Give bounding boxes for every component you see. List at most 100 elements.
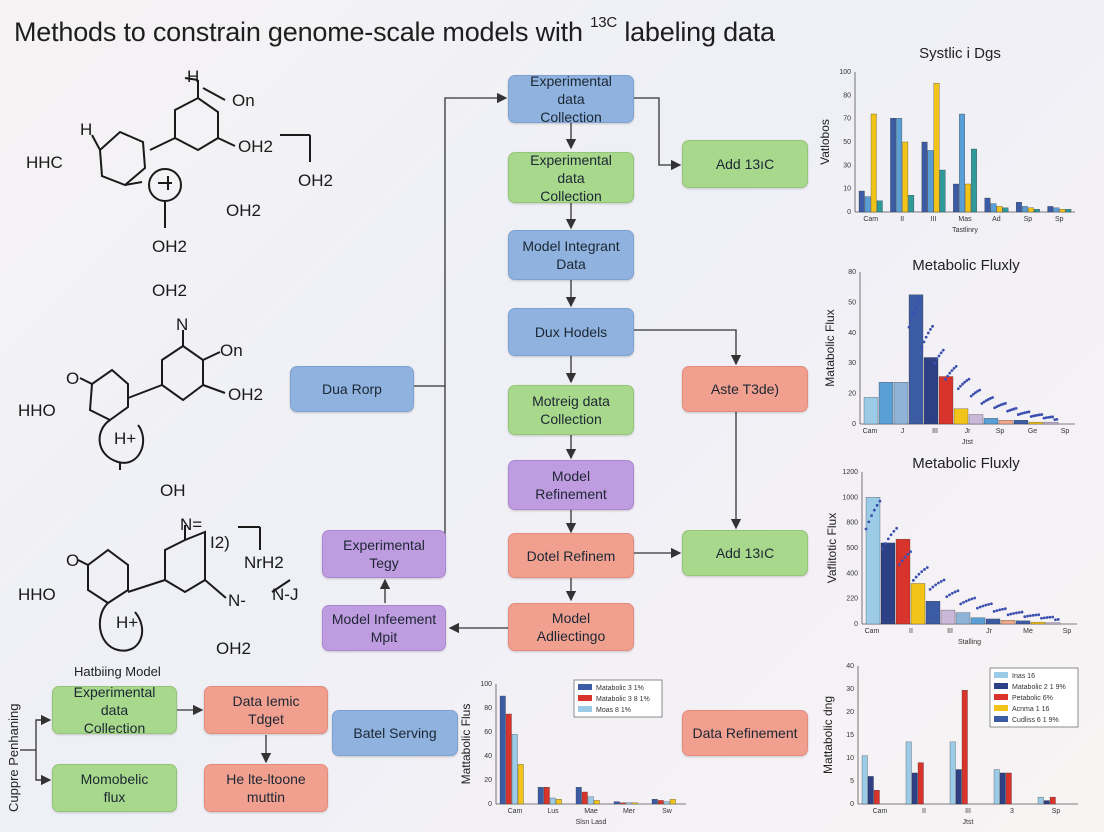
flow-node-model-infeement[interactable]: Model Infeement Mpit: [322, 605, 446, 651]
chart-scatter-point: [911, 312, 915, 315]
chart-bar: [878, 382, 894, 425]
chart-scatter-point: [982, 400, 986, 404]
chart-scatter-point: [914, 306, 917, 310]
chart-scatter-point: [1055, 417, 1059, 421]
bottom-node-batel-serving[interactable]: Batel Serving: [332, 710, 458, 756]
chart-scatter-point: [923, 568, 926, 571]
chart-scatter-point: [1012, 612, 1016, 615]
mol-atom-h2: H: [80, 120, 92, 139]
flow-node-model-refinement[interactable]: Model Refinement: [508, 460, 634, 510]
chart-y-axis-label: Mattabolic dng: [821, 696, 835, 774]
chart-y-tick-label: 80: [484, 705, 492, 712]
chart-bar: [537, 787, 544, 805]
chart-scatter-point: [1014, 406, 1018, 410]
flow-node-model-integrant-data[interactable]: Model Integrant Data: [508, 230, 634, 280]
chart-bar: [1047, 206, 1054, 213]
chart-bar: [1053, 207, 1060, 213]
mol-nj: N-J: [272, 585, 298, 604]
chart-scatter-point: [1004, 401, 1007, 405]
chart-y-tick-label: 0: [854, 621, 858, 628]
mol-i2: I2): [210, 533, 230, 552]
chart-bar: [863, 397, 879, 425]
flow-node-add-13c-2[interactable]: Add 13ıC: [682, 530, 808, 576]
chart-bar: [955, 769, 962, 805]
chart-scatter-point: [1001, 402, 1005, 406]
chart-scatter-point: [1028, 614, 1032, 618]
chart-bar: [505, 713, 512, 805]
flow-node-add-13c[interactable]: Add 13ıC: [682, 140, 808, 188]
chart-scatter-point: [907, 325, 911, 329]
chart-y-tick-label: 15: [846, 732, 854, 739]
flow-node-experimental-tegy[interactable]: Experimental Tegy: [322, 530, 446, 578]
chart-bar: [1002, 207, 1009, 213]
chart-x-tick-label: Ge: [1028, 428, 1037, 435]
mol-oh: OH: [160, 481, 186, 500]
mol-nrh2: NrH2: [244, 553, 284, 572]
chart-scatter-point: [991, 396, 994, 399]
chart-bar: [1000, 620, 1016, 625]
chart-scatter-point: [1003, 607, 1007, 611]
chart-bar: [543, 787, 550, 805]
flow-node-dotel-refinem[interactable]: Dotel Refinem: [508, 533, 634, 578]
chart-scatter-point: [1010, 408, 1014, 412]
chart-scatter-point: [1040, 413, 1044, 416]
flow-node-dux-hodels[interactable]: Dux Hodels: [508, 308, 634, 356]
mol-oh2-f: OH2: [216, 639, 251, 658]
chart-scatter-point: [928, 588, 932, 591]
chart-y-tick-label: 80: [848, 269, 856, 276]
chart-scatter-point: [917, 572, 921, 576]
chart-scatter-point: [916, 301, 919, 305]
chart-x-tick-label: III: [931, 216, 937, 223]
mol-hho: HHO: [18, 401, 56, 420]
flow-node-model-adliectingo[interactable]: Model Adliectingo: [508, 603, 634, 651]
chart-scatter-point: [1031, 414, 1035, 418]
chart-bar: [499, 695, 506, 805]
chart-scatter-point: [1027, 410, 1031, 414]
bottom-node-data-refinement[interactable]: Data Refinement: [682, 710, 808, 756]
chart-bar: [1045, 622, 1061, 625]
chart-scatter-point: [941, 348, 945, 352]
chart-bar: [925, 601, 941, 625]
chart-scatter-point: [1040, 616, 1043, 620]
bottom-node-momobelic-flux[interactable]: Momobelic flux: [52, 764, 177, 812]
flow-node-aste-t3de[interactable]: Aste T3de): [682, 366, 808, 412]
chart-y-tick-label: 800: [846, 520, 858, 527]
chart-x-tick-label: Sp: [1024, 216, 1033, 223]
chart-x-tick-label: Ad: [992, 216, 1001, 223]
chart-scatter-point: [1023, 411, 1027, 415]
chart-y-tick-label: 0: [850, 801, 854, 808]
chart-scatter-point: [889, 533, 893, 537]
chart-scatter-point: [933, 361, 937, 365]
chart-bar: [549, 797, 556, 805]
flow-node-experimental-data-collection[interactable]: Experimental data Collection: [508, 73, 634, 125]
chart-scatter-point: [925, 566, 929, 569]
flow-node-experimental-data-collection-2[interactable]: Experimental data Collection: [508, 152, 634, 204]
chart-x-tick-label: III: [932, 428, 938, 435]
chart-x-tick-label: Sp: [1061, 428, 1070, 435]
bottom-node-he-ltoone-muttin[interactable]: He lte-ltoone muttin: [204, 764, 328, 812]
chart-bar: [613, 801, 620, 805]
chart-bar: [1030, 621, 1046, 625]
chart-scatter-point: [995, 405, 999, 409]
chart-scatter-point: [900, 559, 904, 563]
chart-scatter-point: [1029, 415, 1033, 418]
flow-node-motreig-data-collection[interactable]: Motreig data Collection: [508, 385, 634, 435]
flow-node-dua-rorp[interactable]: Dua Rorp: [290, 366, 414, 412]
chart-y-tick-label: 20: [846, 709, 854, 716]
chart-legend-swatch: [994, 705, 1008, 711]
chart-scatter-point: [948, 371, 952, 375]
chart-scatter-point: [931, 324, 934, 328]
chart-x-tick-label: II: [909, 628, 913, 635]
mol-atom-on: On: [232, 91, 255, 110]
chart-scatter-point: [986, 398, 990, 401]
chart-scatter-point: [920, 345, 924, 349]
chart-scatter-point: [1006, 409, 1009, 413]
chart-y-tick-label: 400: [846, 570, 858, 577]
mol-oh2-header: OH2: [152, 281, 187, 300]
chart-scatter-point: [878, 499, 882, 503]
mol-atom-on-2: On: [220, 341, 243, 360]
bottom-node-experimental-data-collection[interactable]: Experimental data Collection: [52, 684, 177, 736]
page-title: Methods to constrain genome-scale models…: [14, 14, 775, 47]
bottom-node-data-iemic-tdget[interactable]: Data Iemic Tdget: [204, 686, 328, 734]
